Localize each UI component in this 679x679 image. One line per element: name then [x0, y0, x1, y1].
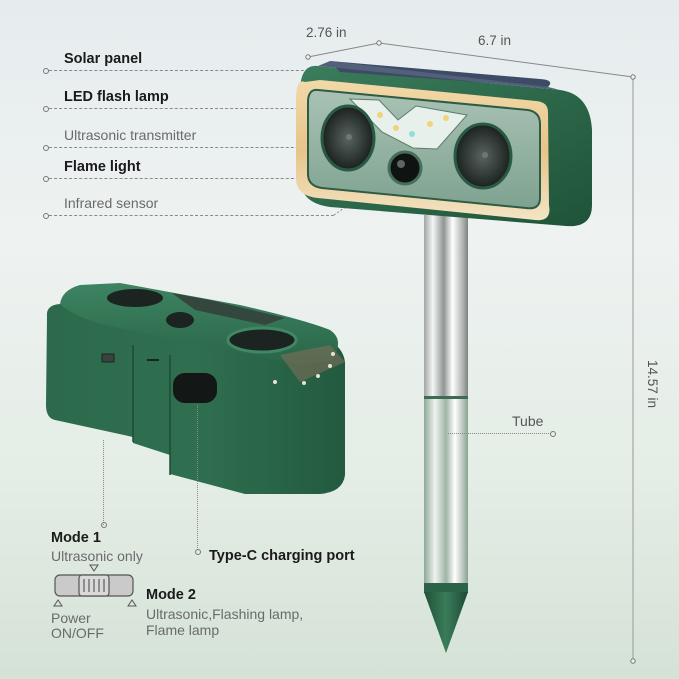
dimension-depth: 2.76 in: [306, 25, 347, 40]
mode1-title: Mode 1: [51, 530, 101, 546]
callout-anchor-dot: [43, 145, 49, 151]
callout-leader-line: [49, 215, 334, 216]
callout-flame-light: Flame light: [64, 159, 141, 175]
mode1-description: Ultrasonic only: [51, 548, 143, 564]
callout-solar-panel: Solar panel: [64, 51, 143, 67]
callout-ultrasonic-transmitter: Ultrasonic transmitter: [64, 127, 197, 143]
callout-anchor-dot: [43, 213, 49, 219]
callout-anchor-dot: [43, 176, 49, 182]
switch-leader-line: [103, 440, 104, 525]
callout-anchor-dot: [195, 549, 201, 555]
dimension-width: 6.7 in: [478, 33, 512, 48]
callout-leader-line: [49, 147, 329, 148]
callout-type-c-port: Type-C charging port: [209, 548, 355, 564]
callout-anchor-dot: [101, 522, 107, 528]
port-leader-line: [197, 405, 198, 550]
power-label-line2: ON/OFF: [51, 625, 104, 641]
callout-infrared-sensor: Infrared sensor: [64, 195, 159, 211]
tube-leader-line: [448, 433, 551, 434]
callout-anchor-dot: [43, 106, 49, 112]
callout-anchor-dot: [43, 68, 49, 74]
mode2-title: Mode 2: [146, 587, 196, 603]
callout-leader-line: [49, 70, 319, 71]
power-label-line1: Power: [51, 610, 91, 626]
mode2-description-line2: Flame lamp: [146, 622, 220, 638]
callout-leader-line: [49, 108, 369, 109]
callout-leader-line: [49, 178, 319, 179]
callout-tube: Tube: [512, 413, 544, 429]
callout-anchor-dot: [550, 431, 556, 437]
callout-led-flash-lamp: LED flash lamp: [64, 89, 169, 105]
mode2-description-line1: Ultrasonic,Flashing lamp,: [146, 606, 304, 622]
